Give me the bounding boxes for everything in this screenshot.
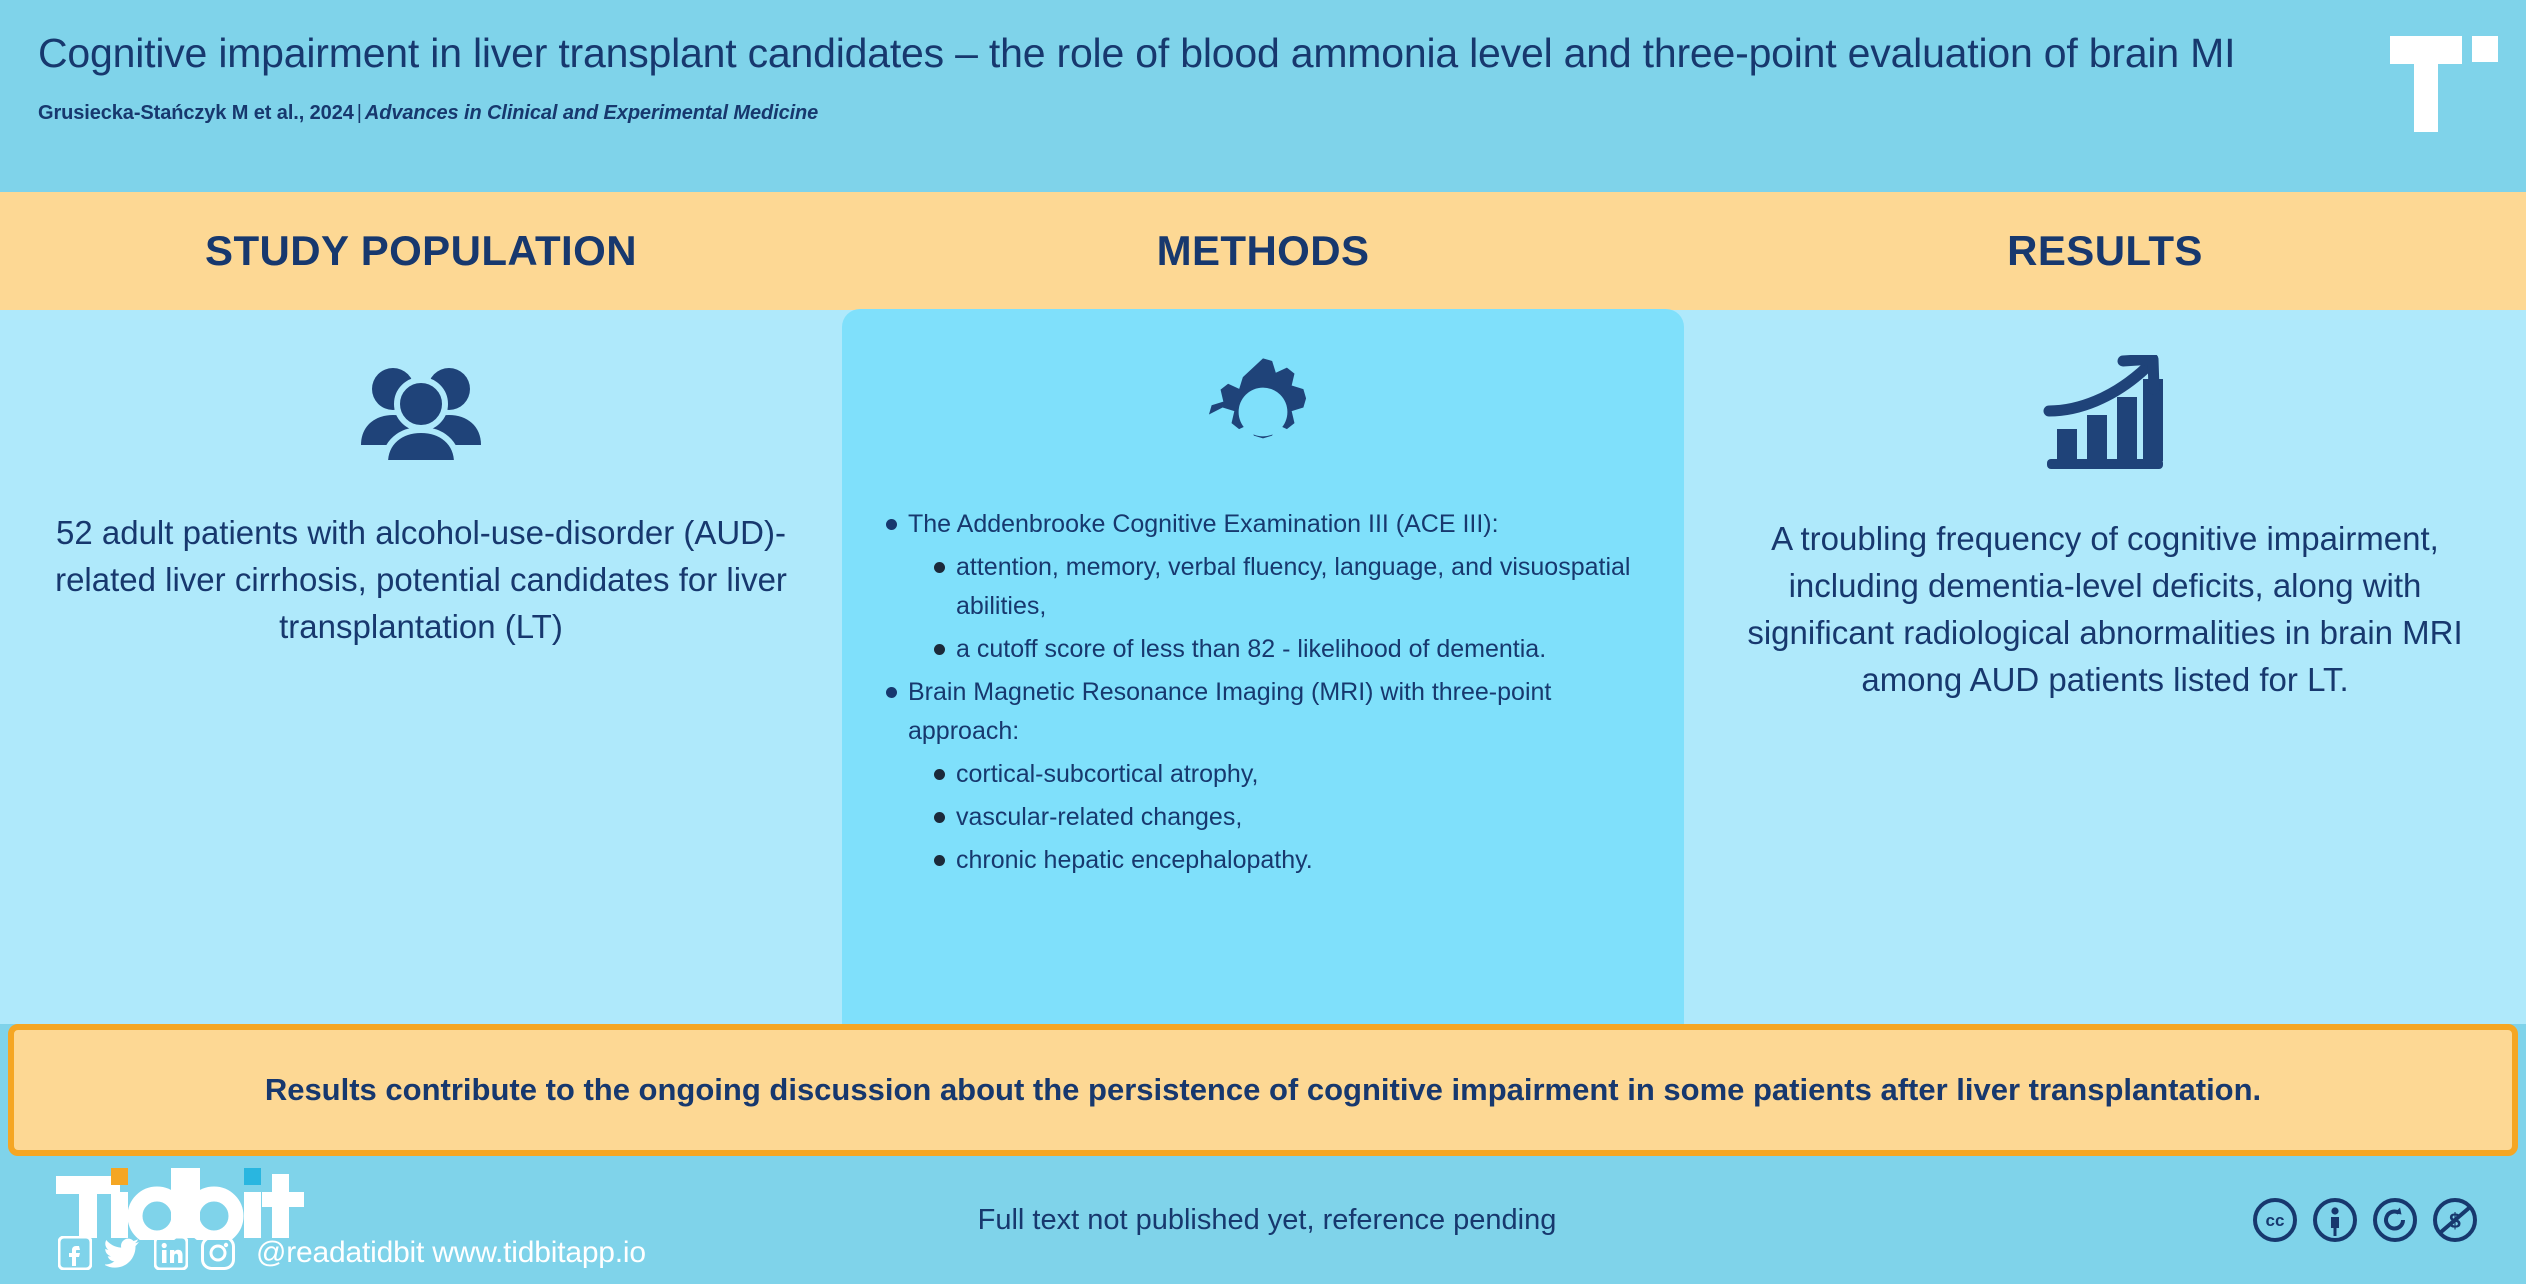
poster-footer: @readatidbit www.tidbitapp.io Full text … [0, 1156, 2526, 1284]
methods-bullet: a cutoff score of less than 82 - likelih… [930, 630, 1650, 669]
growth-chart-icon [2039, 338, 2171, 488]
section-title-band: STUDY POPULATION METHODS RESULTS [0, 192, 2526, 310]
column-methods: The Addenbrooke Cognitive Examination II… [842, 309, 1684, 1024]
instagram-icon[interactable] [201, 1236, 235, 1270]
gear-icon [1202, 337, 1324, 487]
poster-header: Cognitive impairment in liver transplant… [0, 0, 2526, 192]
column-results: A troubling frequency of cognitive impai… [1684, 310, 2526, 1024]
page-title: Cognitive impairment in liver transplant… [38, 30, 2236, 76]
linkedin-icon[interactable] [154, 1236, 188, 1270]
methods-bullet: Brain Magnetic Resonance Imaging (MRI) w… [882, 673, 1650, 751]
twitter-icon[interactable] [105, 1236, 141, 1270]
population-text: 52 adult patients with alcohol-use-disor… [55, 514, 787, 645]
social-links: @readatidbit www.tidbitapp.io [58, 1236, 646, 1270]
results-text: A troubling frequency of cognitive impai… [1747, 520, 2463, 698]
methods-bullet: The Addenbrooke Cognitive Examination II… [882, 505, 1650, 544]
footer-brand-block: @readatidbit www.tidbitapp.io [38, 1156, 798, 1284]
license-icons: cc $ [1736, 1197, 2496, 1243]
section-title-results: RESULTS [2007, 227, 2203, 274]
band-cell-population: STUDY POPULATION [0, 192, 842, 310]
band-cell-methods: METHODS [842, 192, 1684, 310]
cc-by-attribution-icon [2312, 1197, 2358, 1243]
reference-note: Full text not published yet, reference p… [977, 1203, 1557, 1236]
methods-bullet-list: The Addenbrooke Cognitive Examination II… [842, 505, 1684, 884]
section-title-methods: METHODS [1156, 227, 1370, 274]
conclusion-text: Results contribute to the ongoing discus… [264, 1071, 2262, 1107]
people-group-icon [353, 338, 489, 488]
methods-bullet: cortical-subcortical atrophy, [930, 755, 1650, 794]
column-study-population: 52 adult patients with alcohol-use-disor… [0, 310, 842, 1024]
byline: Grusiecka-Stańczyk M et al., 2024|Advanc… [38, 102, 2526, 125]
band-cell-results: RESULTS [1684, 192, 2526, 310]
social-handle[interactable]: @readatidbit www.tidbitapp.io [256, 1236, 646, 1269]
svg-text:cc: cc [2266, 1211, 2285, 1230]
content-columns: 52 adult patients with alcohol-use-disor… [0, 309, 2526, 1024]
cc-nc-noncommercial-icon: $ [2432, 1197, 2478, 1243]
methods-bullet: chronic hepatic encephalopathy. [930, 841, 1650, 880]
methods-bullet: vascular-related changes, [930, 798, 1650, 837]
cc-sa-sharealike-icon [2372, 1197, 2418, 1243]
methods-bullet: attention, memory, verbal fluency, langu… [930, 548, 1650, 626]
creative-commons-icon: cc [2252, 1197, 2298, 1243]
tidbit-logomark-icon [2384, 18, 2504, 136]
byline-journal: Advances in Clinical and Experimental Me… [364, 102, 819, 125]
facebook-icon[interactable] [58, 1236, 92, 1270]
conclusion-banner: Results contribute to the ongoing discus… [8, 1024, 2518, 1156]
tidbit-wordmark-logo [56, 1166, 306, 1240]
section-title-population: STUDY POPULATION [205, 227, 637, 274]
byline-authors: Grusiecka-Stańczyk M et al., 2024 [38, 102, 354, 125]
byline-separator: | [356, 102, 362, 125]
